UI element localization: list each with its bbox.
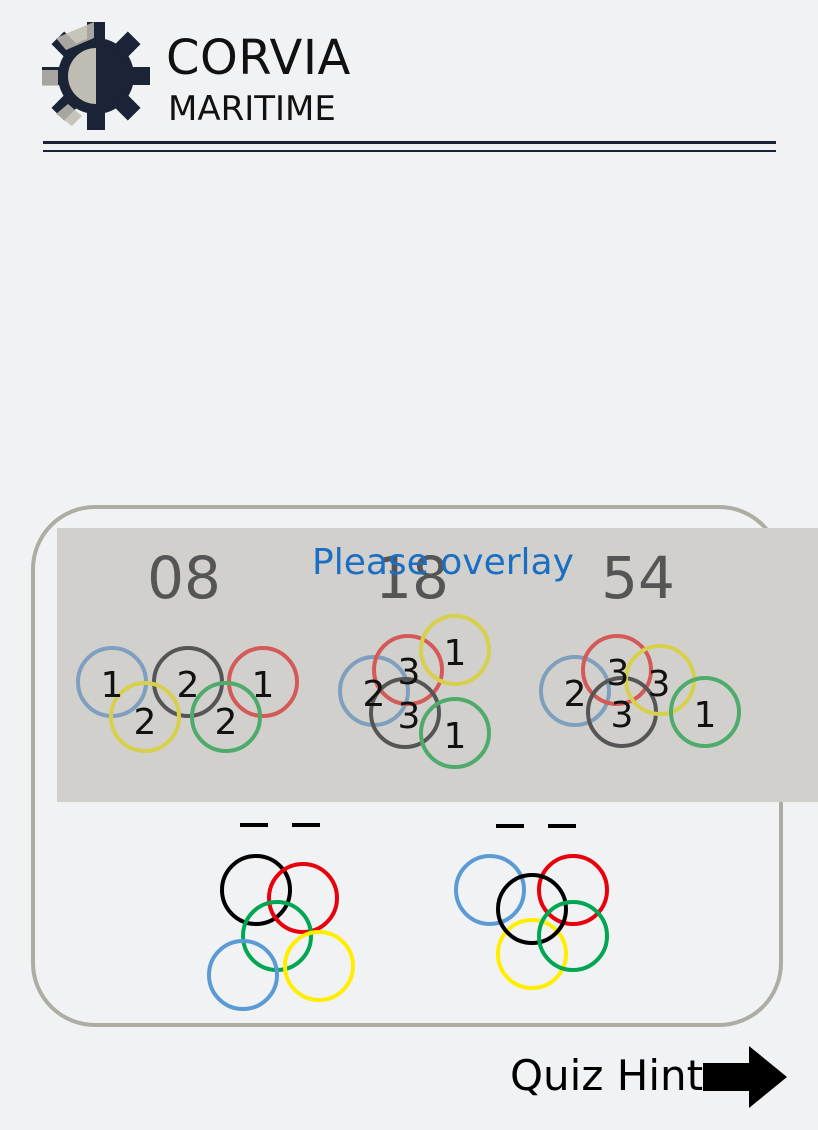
clue-number: 54	[601, 544, 675, 612]
header-divider-thin	[43, 150, 776, 152]
clue-number: 18	[375, 544, 449, 612]
clue-group: 54 2 3 3 3 1	[539, 544, 741, 748]
ring-count: 3	[611, 695, 634, 736]
answer-ring	[537, 900, 609, 972]
answer-group	[454, 824, 609, 990]
ring-count: 1	[444, 633, 467, 674]
clue-number: 08	[147, 544, 221, 612]
clue-group: 08 1 2 1 2 2	[76, 544, 299, 753]
ring-count: 2	[134, 702, 157, 743]
clue-group: 18 2 3 3 1 1	[338, 544, 491, 769]
clue-ring	[419, 614, 491, 686]
answer-ring	[283, 930, 355, 1002]
answer-ring	[207, 939, 279, 1011]
clue-ring	[669, 676, 741, 748]
ring-count: 2	[177, 665, 200, 706]
clue-ring	[369, 677, 441, 749]
ring-count: 2	[363, 674, 386, 715]
arrow-right-icon[interactable]	[703, 1046, 787, 1108]
ring-count: 3	[607, 653, 630, 694]
clue-ring	[190, 681, 262, 753]
clue-ring	[372, 634, 444, 706]
header-divider	[43, 141, 776, 144]
overlay-prompt: Please overlay	[312, 542, 574, 583]
ring-count: 1	[444, 716, 467, 757]
clue-ring	[109, 681, 181, 753]
brand-subtitle: MARITIME	[168, 89, 336, 129]
answer-ring	[267, 862, 339, 934]
answer-ring	[496, 918, 568, 990]
brand-name: CORVIA	[166, 30, 351, 86]
ring-count: 1	[694, 695, 717, 736]
ring-count: 1	[252, 665, 275, 706]
answer-ring	[537, 854, 609, 926]
ring-count: 3	[648, 664, 671, 705]
gear-icon	[42, 22, 150, 130]
answer-ring	[454, 854, 526, 926]
answer-group	[207, 823, 355, 1011]
answer-ring	[220, 854, 292, 926]
ring-count: 2	[215, 702, 238, 743]
clue-ring	[539, 655, 611, 727]
ring-count: 2	[564, 674, 587, 715]
ring-count: 3	[398, 696, 421, 737]
ring-count: 1	[101, 665, 124, 706]
answer-ring	[496, 873, 568, 945]
ring-count: 3	[398, 652, 421, 693]
clue-ring	[419, 697, 491, 769]
quiz-hint-link[interactable]: Quiz Hint	[510, 1051, 704, 1100]
clue-ring	[581, 634, 653, 706]
